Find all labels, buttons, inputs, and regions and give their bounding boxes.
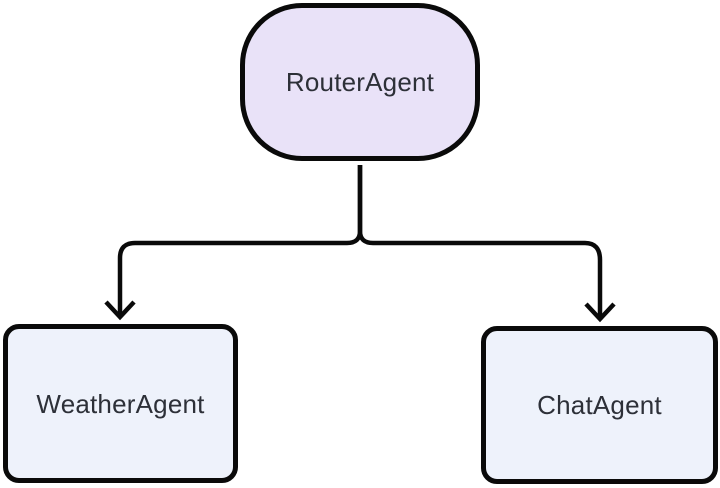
edge-router-to-weatheragent [117, 165, 363, 315]
node-router-agent: RouterAgent [240, 3, 480, 161]
node-router-agent-label: RouterAgent [285, 67, 435, 97]
edge-router-to-chatagent [357, 165, 603, 317]
arrowhead-chatagent-icon [584, 302, 616, 323]
node-weather-agent-label: WeatherAgent [36, 388, 205, 419]
node-chat-agent: ChatAgent [481, 326, 718, 484]
arrowhead-weatheragent-icon [104, 300, 136, 321]
node-chat-agent-label: ChatAgent [537, 390, 662, 420]
node-weather-agent: WeatherAgent [3, 324, 238, 483]
